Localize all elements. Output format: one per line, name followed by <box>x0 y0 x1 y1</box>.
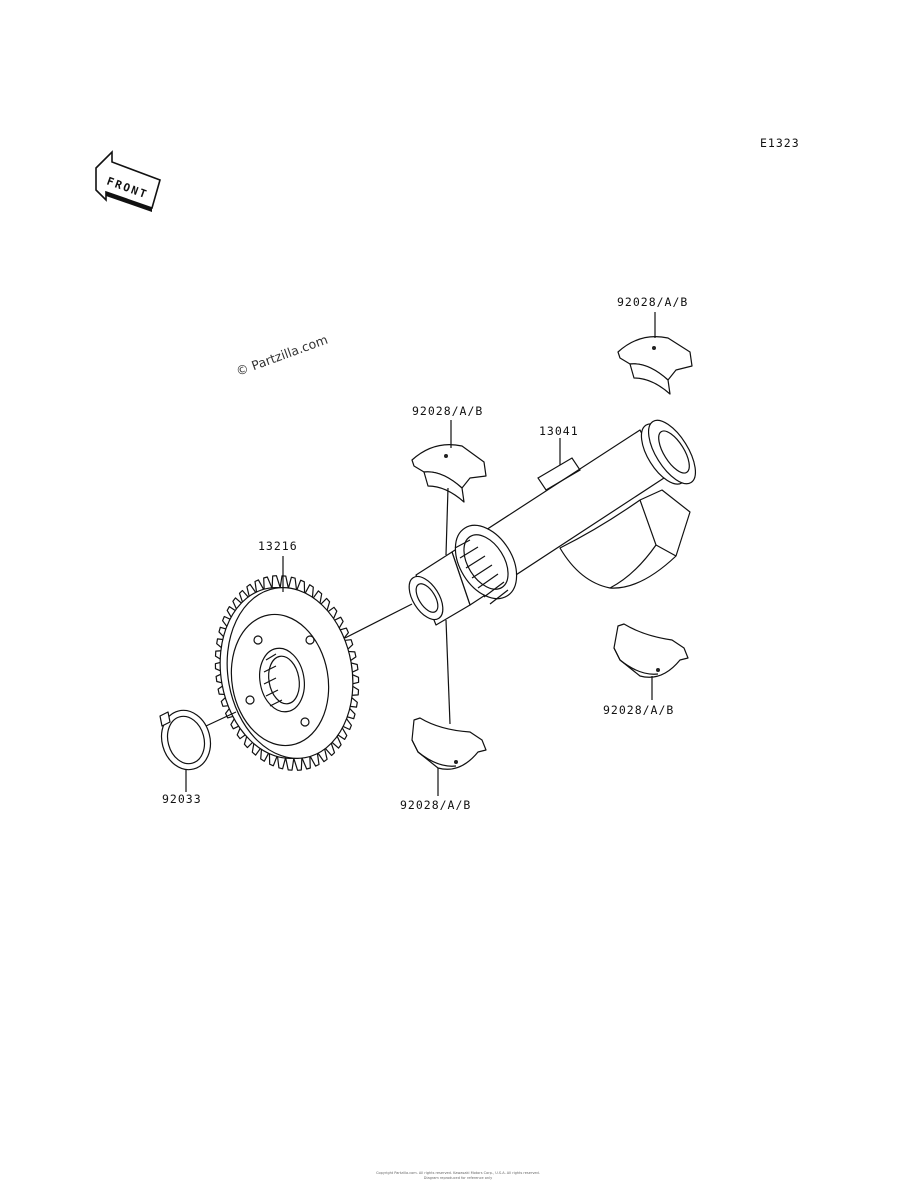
label-circlip[interactable]: 92033 <box>162 792 202 806</box>
bearing-shell-bottom-left <box>411 717 487 770</box>
label-bearing-bottom-right[interactable]: 92028/A/B <box>603 703 674 717</box>
label-bearing-bottom-left[interactable]: 92028/A/B <box>400 798 471 812</box>
label-bearing-top-left[interactable]: 92028/A/B <box>412 404 483 418</box>
watermark: © Partzilla.com <box>234 332 330 379</box>
footer-copyright: Copyright Partzilla.com. All rights rese… <box>376 1171 540 1175</box>
front-arrow-icon: FRONT <box>95 150 161 212</box>
shaft-splines <box>454 524 518 605</box>
balancer-shaft <box>408 419 697 626</box>
label-gear[interactable]: 13216 <box>258 539 298 553</box>
bearing-shell-top-left <box>411 444 487 503</box>
label-bearing-top-right[interactable]: 92028/A/B <box>617 295 688 309</box>
circlip <box>159 709 212 771</box>
leader-lines <box>185 312 656 796</box>
label-balancer-shaft[interactable]: 13041 <box>539 424 579 438</box>
footer-note: Diagram reproduced for reference only <box>424 1176 492 1180</box>
bearing-shell-bottom-right <box>613 623 689 678</box>
gear-tooth <box>271 575 281 589</box>
bearing-shell-top-right <box>617 336 693 395</box>
gear-tooth <box>279 575 289 590</box>
gear-tooth <box>285 756 295 771</box>
diagram-code: E1323 <box>760 136 800 150</box>
gear-tooth <box>293 757 303 771</box>
balancer-gear <box>214 575 360 771</box>
